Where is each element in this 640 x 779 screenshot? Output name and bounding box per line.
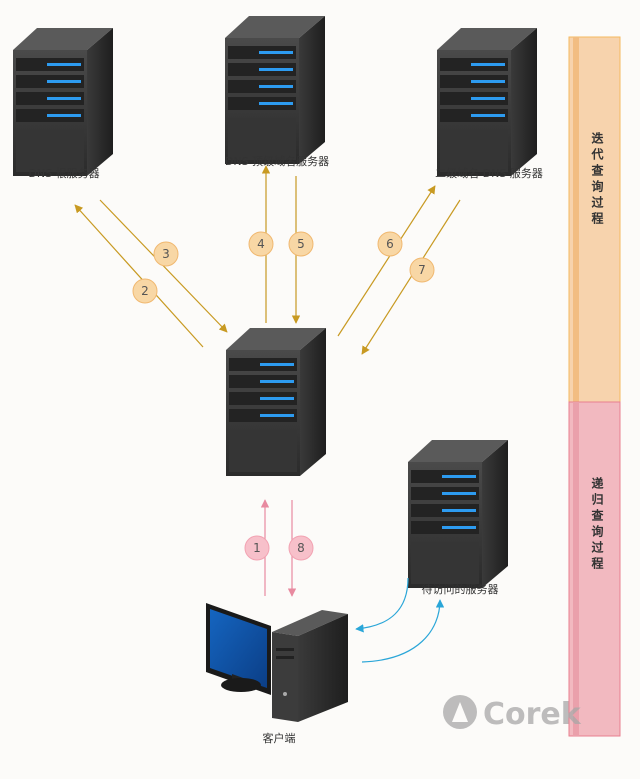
step-circle-4: 4 xyxy=(248,231,274,257)
svg-text:7: 7 xyxy=(418,263,426,277)
recursive-band-label: 递归查询过程 xyxy=(590,476,604,573)
arrow-step-7 xyxy=(361,199,461,355)
watermark: Corek xyxy=(443,695,582,732)
step-circle-1: 1 xyxy=(244,535,270,561)
step-circle-2: 2 xyxy=(132,278,158,304)
client-label: 客户端 xyxy=(263,731,296,745)
step-circle-6: 6 xyxy=(377,231,403,257)
watermark-text: Corek xyxy=(483,697,582,732)
second-level-server-icon xyxy=(437,28,537,176)
iterative-band-label: 迭代查询过程 xyxy=(590,131,604,228)
arrow-step-6 xyxy=(337,185,436,337)
root-server-label: DNS 根服务器 xyxy=(28,166,99,180)
iterative-arrows xyxy=(74,165,461,355)
client-computer-icon xyxy=(206,603,348,722)
client-target-links xyxy=(355,577,445,663)
step-circle-5: 5 xyxy=(288,231,314,257)
step-circle-7: 7 xyxy=(409,257,435,283)
client-to-target-arrow xyxy=(361,599,445,663)
local-dns-server-icon xyxy=(226,328,326,476)
tld-server-label: DNS 顶级域名服务器 xyxy=(225,154,329,168)
svg-text:2: 2 xyxy=(141,284,149,298)
svg-text:4: 4 xyxy=(257,237,265,251)
target-server-label: 待访问的服务器 xyxy=(422,582,499,596)
recursive-band: 递归查询过程 xyxy=(568,401,621,737)
target-server-icon xyxy=(408,440,508,588)
target-to-client-arrow xyxy=(355,577,409,633)
svg-text:5: 5 xyxy=(297,237,305,251)
svg-text:6: 6 xyxy=(386,237,394,251)
svg-text:8: 8 xyxy=(297,541,305,555)
step-circle-8: 8 xyxy=(288,535,314,561)
root-server-icon xyxy=(13,28,113,176)
svg-text:3: 3 xyxy=(162,247,170,261)
tld-server-icon xyxy=(225,16,325,164)
step-circle-3: 3 xyxy=(153,241,179,267)
arrow-step-2 xyxy=(74,204,204,348)
svg-text:1: 1 xyxy=(253,541,261,555)
second-level-server-label: 二级域名 DNS 服务器 xyxy=(435,166,543,180)
iterative-band: 迭代查询过程 xyxy=(568,36,621,403)
